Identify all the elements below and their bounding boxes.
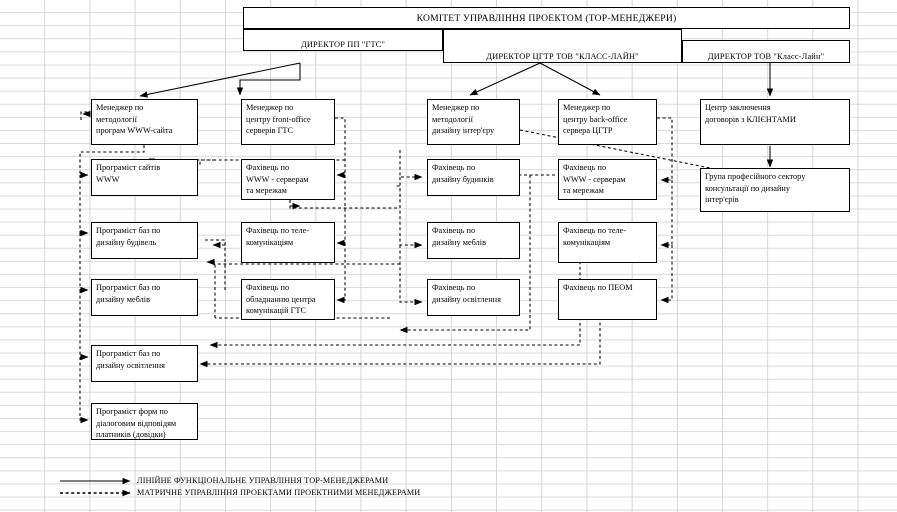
box-line: сервера ЦГТР bbox=[563, 126, 613, 136]
box-line: Фахівець по теле- bbox=[563, 226, 627, 235]
box-c2-r2[interactable]: Фахівець по WWW - серверам та мережам bbox=[241, 159, 335, 200]
box-line: Фахівець по теле- bbox=[246, 226, 310, 235]
box-line: та мережам bbox=[563, 186, 604, 196]
box-line: Програміст баз по bbox=[96, 226, 161, 235]
box-line: програм WWW-сайта bbox=[96, 126, 173, 136]
box-c4-r1[interactable]: Менеджер по центру back-office сервера Ц… bbox=[558, 99, 657, 145]
box-line: методології bbox=[432, 114, 473, 124]
box-line: Фахівець по bbox=[246, 163, 290, 172]
box-line: дизайну освітлення bbox=[432, 294, 501, 304]
box-line: WWW - серверам bbox=[563, 174, 626, 184]
box-line: дизайну меблів bbox=[432, 237, 487, 247]
box-line: дизайну інтер'єру bbox=[432, 126, 495, 136]
box-line: Менеджер по bbox=[96, 103, 144, 112]
box-line: Фахівець по bbox=[246, 283, 290, 292]
box-line: WWW bbox=[96, 174, 120, 184]
box-line: Центр заключення bbox=[705, 103, 771, 112]
box-line: Менеджер по bbox=[432, 103, 480, 112]
box-line: центру front-office bbox=[246, 114, 311, 124]
box-line: Фахівець по bbox=[432, 226, 476, 235]
box-line: Програміст сайтів bbox=[96, 163, 161, 172]
box-c1-r6[interactable]: Програміст форм по діалоговим відповідям… bbox=[91, 403, 198, 440]
box-c2-r1[interactable]: Менеджер по центру front-office серверів… bbox=[241, 99, 335, 145]
box-line: методології bbox=[96, 114, 137, 124]
box-c3-r4[interactable]: Фахівець по дизайну освітлення bbox=[427, 279, 520, 316]
box-line: Менеджер по bbox=[246, 103, 294, 112]
box-line: платників (довідки) bbox=[96, 430, 166, 440]
box-c4-r2[interactable]: Фахівець по WWW - серверам та мережам bbox=[558, 159, 657, 200]
box-line: Фахівець по bbox=[563, 163, 607, 172]
box-c2-r4[interactable]: Фахівець по обладнанню центра комунікаці… bbox=[241, 279, 335, 320]
box-line: та мережам bbox=[246, 186, 287, 196]
box-line: консультації по дизайну bbox=[705, 183, 791, 193]
box-line: комунікаціям bbox=[563, 237, 611, 247]
box-c5-r1[interactable]: Центр заключення договорів з КЛІЄНТАМИ bbox=[700, 99, 850, 145]
box-c2-r3[interactable]: Фахівець по теле- комунікаціям bbox=[241, 222, 335, 263]
director-box-1[interactable]: ДИРЕКТОР ПП "ГТС" bbox=[243, 29, 443, 51]
box-line: дизайну будівель bbox=[96, 237, 157, 247]
box-line: Програміст баз по bbox=[96, 283, 161, 292]
box-line: дизайну меблів bbox=[96, 294, 151, 304]
legend-label-linear: ЛІНІЙНЕ ФУНКЦІОНАЛЬНЕ УПРАВЛІННЯ ТОР-МЕН… bbox=[137, 476, 389, 485]
box-c5-r2[interactable]: Група професійного сектору консультації … bbox=[700, 168, 850, 212]
box-line: Фахівець по ПЕОМ bbox=[563, 283, 633, 292]
box-line: комунікацій ГТС bbox=[246, 306, 306, 316]
box-line: Програміст форм по bbox=[96, 407, 168, 416]
box-line: дизайну будинків bbox=[432, 174, 494, 184]
box-c1-r1[interactable]: Менеджер по методології програм WWW-сайт… bbox=[91, 99, 198, 145]
director-box-2[interactable]: ДИРЕКТОР ЦГТР ТОВ "КЛАСС-ЛАЙН" bbox=[443, 29, 682, 63]
box-line: обладнанню центра bbox=[246, 294, 316, 304]
box-c3-r3[interactable]: Фахівець по дизайну меблів bbox=[427, 222, 520, 259]
box-line: дизайну освітлення bbox=[96, 360, 165, 370]
box-c3-r1[interactable]: Менеджер по методології дизайну інтер'єр… bbox=[427, 99, 520, 145]
box-line: договорів з КЛІЄНТАМИ bbox=[705, 114, 796, 124]
legend-label-matrix: МАТРИЧНЕ УПРАВЛІННЯ ПРОЕКТАМИ ПРОЕКТНИМИ… bbox=[137, 488, 421, 497]
box-line: центру back-office bbox=[563, 114, 628, 124]
box-c3-r2[interactable]: Фахівець по дизайну будинків bbox=[427, 159, 520, 196]
box-line: WWW - серверам bbox=[246, 174, 309, 184]
box-line: комунікаціям bbox=[246, 237, 294, 247]
box-line: діалоговим відповідям bbox=[96, 418, 177, 428]
box-c4-r4[interactable]: Фахівець по ПЕОМ bbox=[558, 279, 657, 320]
box-c1-r4[interactable]: Програміст баз по дизайну меблів bbox=[91, 279, 198, 316]
box-line: серверів ГТС bbox=[246, 126, 294, 136]
box-c4-r3[interactable]: Фахівець по теле- комунікаціям bbox=[558, 222, 657, 263]
box-c1-r5[interactable]: Програміст баз по дизайну освітлення bbox=[91, 345, 198, 382]
box-c1-r3[interactable]: Програміст баз по дизайну будівель bbox=[91, 222, 198, 259]
box-line: Менеджер по bbox=[563, 103, 611, 112]
box-line: інтер'єрів bbox=[705, 195, 739, 205]
box-line: Фахівець по bbox=[432, 283, 476, 292]
box-c1-r2[interactable]: Програміст сайтів WWW bbox=[91, 159, 198, 196]
box-line: Фахівець по bbox=[432, 163, 476, 172]
page-title: КОМІТЕТ УПРАВЛІННЯ ПРОЕКТОМ (ТОР-МЕНЕДЖЕ… bbox=[243, 7, 850, 29]
director-box-3[interactable]: ДИРЕКТОР ТОВ "Класс-Лайн" bbox=[682, 40, 850, 63]
box-line: Програміст баз по bbox=[96, 349, 161, 358]
box-line: Група професійного сектору bbox=[705, 172, 806, 181]
